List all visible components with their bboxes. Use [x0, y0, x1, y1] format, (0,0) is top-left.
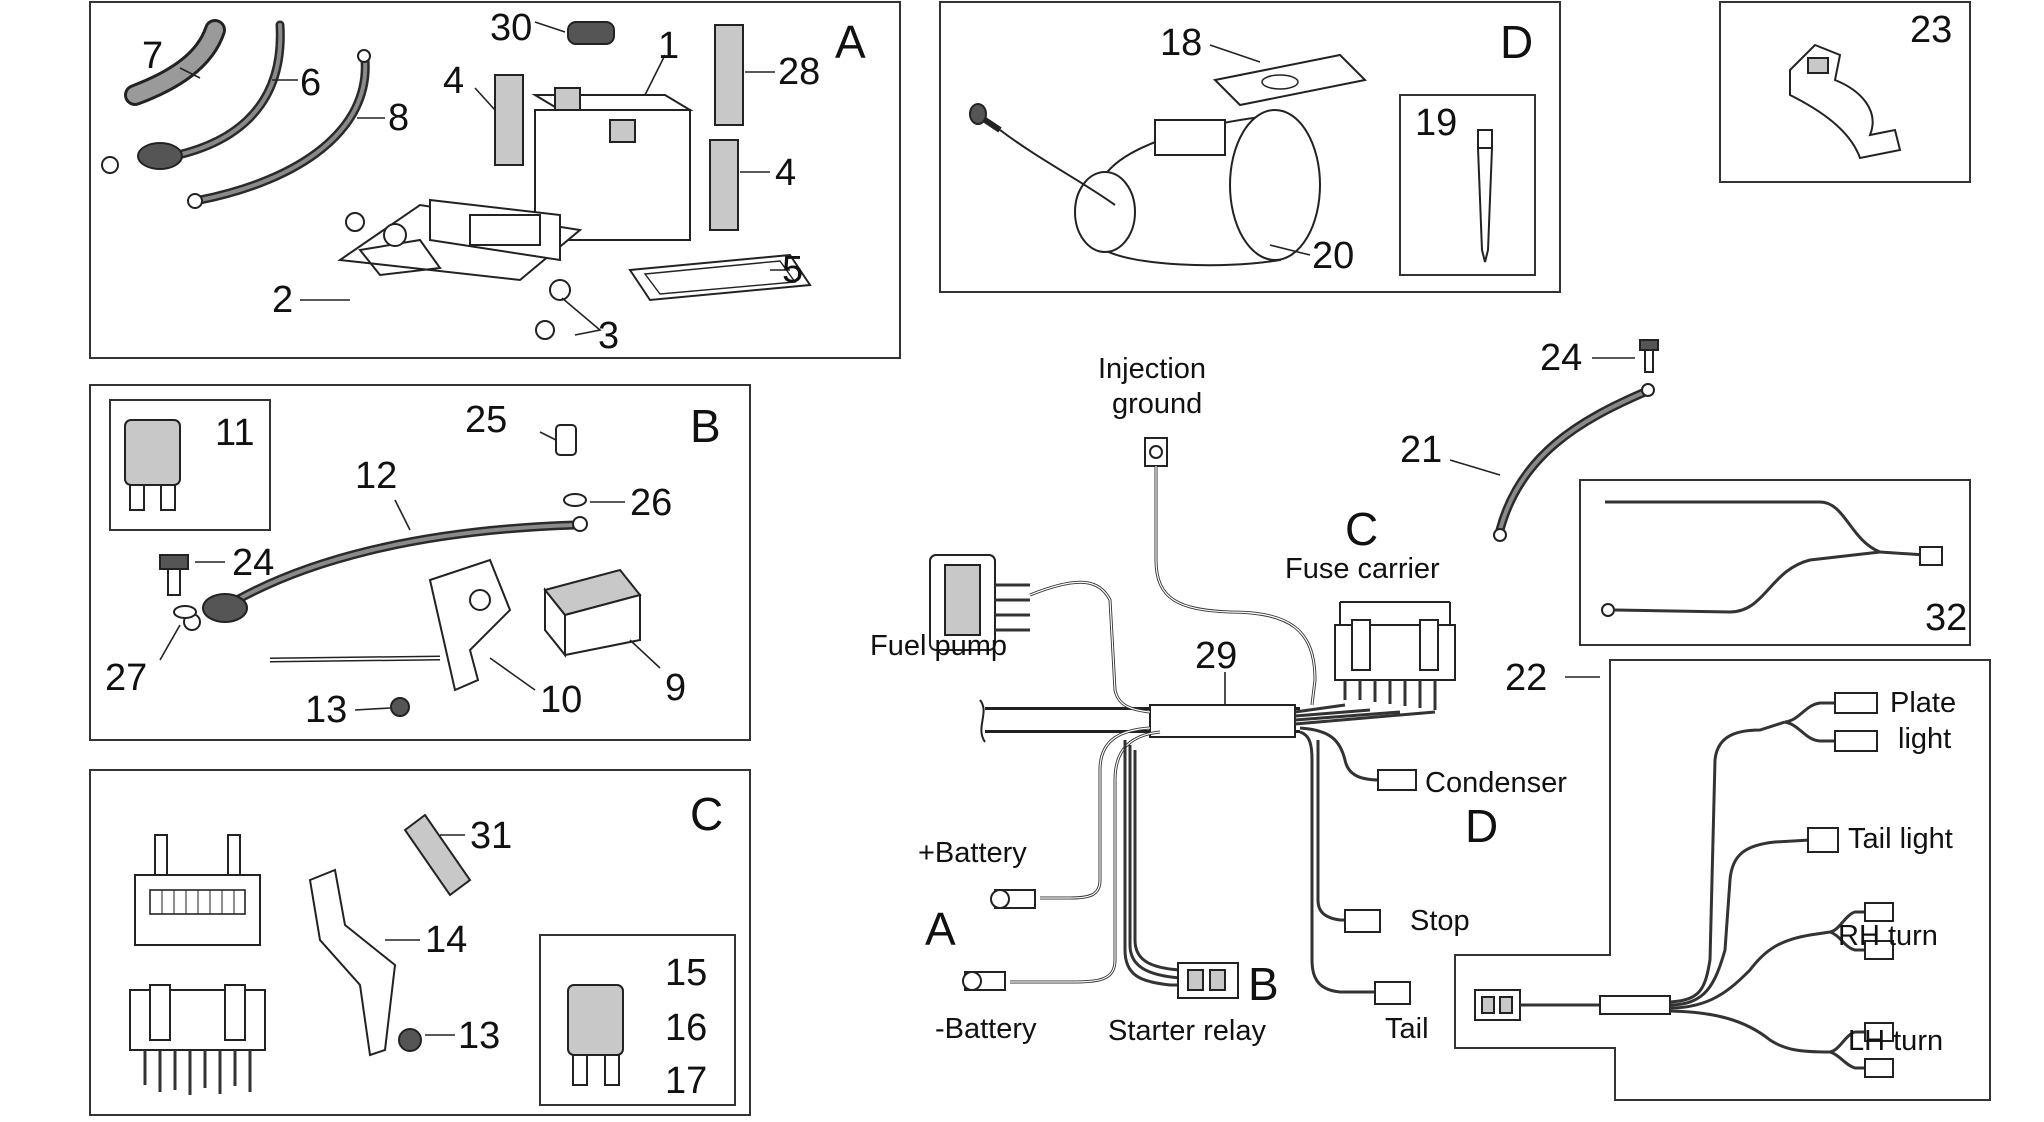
panel-a-letter: A [835, 16, 866, 68]
injection-ground-label: Injection [1098, 353, 1206, 385]
part-number: 3 [598, 315, 619, 357]
panel-b: B 11 25 12 26 24 27 [89, 384, 751, 741]
part-number: 4 [775, 152, 796, 194]
fuse-carrier-harness [1334, 619, 1456, 710]
battery-part [531, 87, 694, 241]
part-number: 25 [465, 399, 507, 441]
part-number: 5 [782, 249, 803, 291]
tail-label: Tail [1385, 1013, 1429, 1045]
part-number: 4 [443, 60, 464, 102]
fuel-pump-connector [929, 554, 1030, 651]
part-number: 2 [272, 279, 293, 321]
part-number: 12 [355, 455, 397, 497]
part-number: 21 [1400, 429, 1442, 471]
part-number: 31 [470, 815, 512, 857]
tail-light-label: Tail light [1848, 823, 1953, 855]
part-number: 29 [1195, 635, 1237, 677]
plate-light-label: light [1898, 723, 1951, 755]
fuse-carrier-label: Fuse carrier [1285, 553, 1440, 585]
part-number: 23 [1910, 9, 1952, 51]
panel-b-letter: B [690, 400, 721, 452]
fuse-part [124, 419, 181, 511]
stop-label: Stop [1410, 905, 1470, 937]
panel-d: D 18 20 19 [939, 1, 1561, 293]
part-number: 27 [105, 657, 147, 699]
part-number: 32 [1925, 597, 1967, 639]
fuel-pump-label: Fuel pump [870, 630, 1007, 662]
part-number: 11 [215, 412, 254, 454]
rh-turn-label: RH turn [1838, 920, 1938, 952]
part-number: 13 [305, 689, 347, 731]
panel-c-letter: C [690, 788, 723, 840]
part-number: 13 [458, 1015, 500, 1057]
part-number: 22 [1505, 657, 1547, 699]
injection-ground-label: ground [1112, 388, 1202, 420]
fuse-carrier-letter: C [1345, 503, 1378, 555]
tail-light-harness-panel: Plate light Tail light RH turn LH turn [1454, 659, 1991, 1101]
relay-bracket [269, 558, 512, 692]
part-number: 24 [1540, 337, 1582, 379]
panel-d-letter: D [1500, 16, 1533, 68]
lh-turn-label: LH turn [1848, 1025, 1943, 1057]
part-number: 15 [665, 952, 707, 994]
starter-relay-letter: B [1248, 958, 1279, 1010]
minus-battery-label: -Battery [935, 1013, 1037, 1045]
condenser-part [969, 103, 1321, 267]
battery-bracket [337, 198, 583, 282]
plate-light-label: Plate [1890, 687, 1956, 719]
part-number: 10 [540, 679, 582, 721]
condenser-letter: D [1465, 800, 1498, 852]
panel-c: C [89, 769, 751, 1116]
fuse-part [567, 984, 624, 1086]
part-number: 9 [665, 667, 686, 709]
part-number: 6 [300, 62, 321, 104]
starter-relay-part [543, 568, 642, 658]
main-harness: 29 Fuel pump Injection ground C Fuse car… [870, 337, 1659, 1047]
starter-relay-label: Starter relay [1108, 1015, 1266, 1047]
part-number: 16 [665, 1007, 707, 1049]
part-number: 1 [658, 25, 679, 67]
part-number: 8 [388, 97, 409, 139]
panel-a: A [89, 1, 901, 359]
part-number: 19 [1415, 102, 1457, 144]
panel-32: 32 [1579, 479, 1971, 646]
part-number: 7 [142, 35, 163, 77]
part-number: 14 [425, 919, 467, 961]
part-number: 26 [630, 482, 672, 524]
plus-battery-label: +Battery [918, 837, 1027, 869]
part-number: 17 [665, 1060, 707, 1102]
part-number: 24 [232, 542, 274, 584]
part-number: 28 [778, 51, 820, 93]
condenser-label: Condenser [1425, 767, 1567, 799]
fuse-carrier-part [134, 834, 261, 946]
part-number: 18 [1160, 22, 1202, 64]
part-number: 20 [1312, 235, 1354, 277]
battery-letter: A [925, 903, 956, 955]
fuse-carrier-part [129, 984, 266, 1095]
panel-23: 23 [1719, 1, 1971, 183]
part-number: 30 [490, 7, 532, 49]
